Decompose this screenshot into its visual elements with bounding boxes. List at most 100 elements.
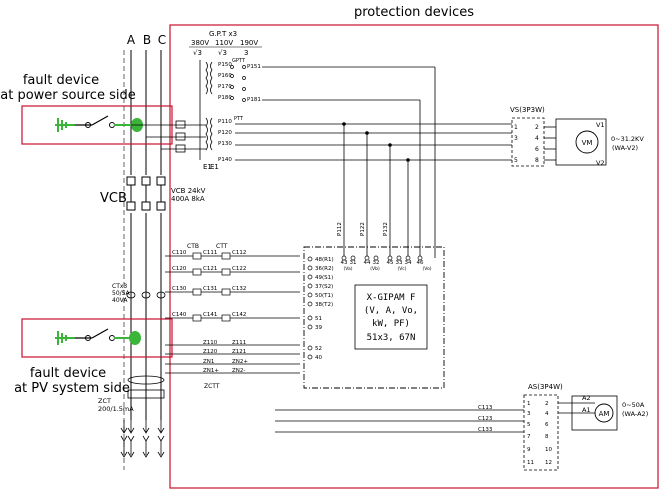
ct-wire-left: C130 [172, 286, 187, 292]
ct-wire-left: C140 [172, 312, 187, 318]
vcb-rating-1: VCB 24kV [171, 187, 206, 195]
as-terminal-left: 9 [527, 447, 531, 453]
gpt-output-junctions [342, 122, 410, 162]
gpt-input-fuses [131, 120, 206, 153]
as-terminal-right: 10 [545, 447, 552, 453]
relay-left-terminal-label: 50(T1) [315, 293, 333, 299]
vcb-label: VCB [100, 191, 127, 206]
ct-coils [126, 291, 166, 299]
gpt-terminal-p130: P130 [218, 141, 232, 147]
relay-left-terminal-label: 39 [315, 325, 322, 331]
ct-rating-3: 40VA [112, 297, 128, 304]
gpt-terminal-p110: P110 [218, 119, 232, 125]
ctt-block [221, 288, 231, 296]
relay-top-terminal-label: 31 [350, 260, 357, 266]
as-terminal-right: 8 [545, 434, 549, 440]
ct-wire-right: C112 [232, 250, 246, 256]
relay-left-terminal-label: 36(R2) [315, 266, 334, 272]
relay-left-terminal-label: 52 [315, 346, 322, 352]
as-terminal-right: 4 [545, 411, 549, 417]
relay-top-terminal-label: 32 [373, 260, 380, 266]
fault-source-label-2: at power source side [0, 88, 135, 103]
relay-top-terminal-label: 44 [364, 260, 371, 266]
relay-left-terminal-label: 37(S2) [315, 284, 333, 290]
gpt-sqrt-1: √3 [193, 49, 202, 57]
ct-wire-right: C142 [232, 312, 246, 318]
relay-line-4: 51x3, 67N [367, 333, 416, 343]
vs-terminal-8: 8 [535, 157, 539, 164]
relay-top-terminal-label: 43 [341, 260, 348, 266]
relay-left-terminal-dot [307, 292, 313, 298]
protection-devices-boundary [169, 24, 659, 489]
ctb-block [192, 252, 202, 260]
relay-top-sub-vc: (Vc) [397, 266, 406, 272]
as-label: AS(3P4W) [528, 383, 563, 391]
relay-top-sub-vb: (Vb) [370, 266, 380, 272]
relay-top-sub-va: (Va) [344, 266, 353, 272]
diagram-title: protection devices [354, 5, 474, 20]
relay-top-terminal-label: 46 [417, 260, 424, 266]
zct-label: ZCT [98, 397, 111, 405]
a2-label: A2 [582, 394, 591, 402]
gpt-three: 3 [244, 49, 248, 57]
ctt-block [221, 314, 231, 322]
vs-terminal-6: 6 [535, 146, 539, 153]
ct-wire-mid: C141 [203, 312, 217, 318]
gpt-terminal-p151: P151 [247, 64, 261, 70]
bus-label-a: A [127, 33, 136, 47]
vm-range: 0~31.2KV [611, 135, 644, 143]
zct-wire-left: ZN1 [203, 359, 214, 365]
relay-left-terminal-label: 38(T2) [315, 302, 333, 308]
relay-left-terminal-dot [307, 274, 313, 280]
relay-top-terminal-dot [387, 255, 393, 261]
bus-label-b: B [143, 33, 151, 47]
ct-wire-mid: C121 [203, 266, 217, 272]
vs-label: VS(3P3W) [510, 106, 545, 114]
zct-coil [127, 375, 165, 399]
vm-meter-icon [575, 130, 599, 154]
relay-top-terminal-label: 45 [387, 260, 394, 266]
as-terminal-left: 5 [527, 422, 531, 428]
relay-line-2: (V, A, Vo, [364, 306, 418, 316]
ct-rating-2: 50/5A [112, 290, 130, 297]
as-am-wires [558, 402, 595, 414]
as-wire-label: C113 [478, 405, 493, 411]
zct-wire-right: ZN2+ [232, 359, 248, 365]
vs-terminal-4: 4 [535, 135, 539, 142]
wire-p122: P122 [360, 222, 366, 236]
as-terminal-right: 12 [545, 460, 552, 466]
relay-left-terminal-dot [307, 256, 313, 262]
as-terminal-left: 11 [527, 460, 534, 466]
ctb-label: CTB [187, 243, 199, 250]
vs-terminal-5: 5 [514, 157, 518, 164]
zct-wire-left: Z110 [203, 340, 218, 346]
relay-top-terminal-dot [350, 255, 356, 261]
fault-source-label-1: fault device [23, 73, 99, 88]
relay-line-1: X-GIPAM F [367, 293, 416, 303]
vs-vm-wires [544, 126, 556, 161]
fault-pv-label-2: at PV system side [14, 381, 130, 396]
a1-label: A1 [582, 406, 591, 414]
am-range-2: (WA-A2) [622, 410, 648, 418]
zct-rating: 200/1.5mA [98, 405, 134, 413]
ct-wire-mid: C111 [203, 250, 217, 256]
as-switch-box [523, 394, 559, 471]
ct-wire-right: C122 [232, 266, 246, 272]
relay-top-sub-vo: (Vo) [423, 266, 432, 272]
wire-p132: P132 [383, 222, 389, 236]
relay-top-terminal-dot [396, 255, 402, 261]
gpt-terminal-p150: P150 [218, 62, 232, 68]
vcb-rating-2: 400A 8kA [171, 195, 205, 203]
relay-top-terminal-dot [417, 255, 423, 261]
as-wire-label: C133 [478, 427, 493, 433]
gpt-terminal-p181: P181 [247, 97, 261, 103]
ct-rating-1: CTx3 [112, 283, 127, 290]
ct-wire-right: C132 [232, 286, 246, 292]
e1-label-b: E1 [210, 163, 219, 171]
vs-switch-box [511, 117, 545, 167]
gpt-ptt-label: PTT [234, 116, 244, 122]
